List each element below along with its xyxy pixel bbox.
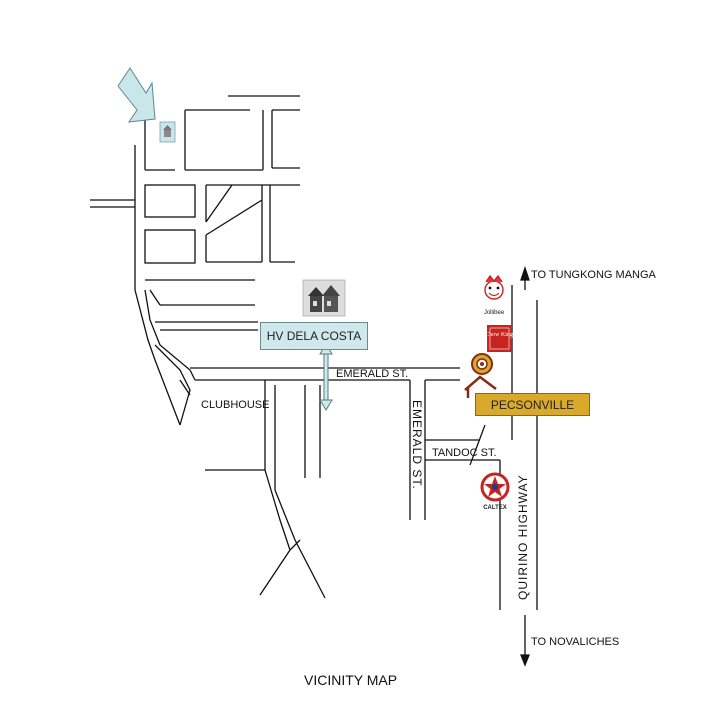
quirino-highway-label: QUIRINO HIGHWAY — [516, 474, 530, 600]
chowking-logo-icon: Chow King — [485, 325, 513, 352]
chowking-label: Chow King — [485, 332, 513, 338]
hv-dela-costa-label: HV DELA COSTA — [260, 322, 368, 350]
caltex-label: CALTEX — [483, 505, 507, 511]
pecsonville-label: PECSONVILLE — [475, 393, 590, 416]
to-tungkong-manga-label: TO TUNGKONG MANGA — [531, 269, 656, 281]
clubhouse-label: CLUBHOUSE — [201, 399, 270, 411]
subdivision-houses-icon — [302, 279, 346, 317]
target-marker-icon — [464, 353, 497, 398]
jollibee-logo-icon: Jollibee — [484, 274, 505, 316]
house-marker-icon — [159, 121, 176, 143]
to-novaliches-label: TO NOVALICHES — [531, 636, 620, 648]
emerald-st-vertical-label: EMERALD ST. — [410, 400, 424, 490]
tandoc-st-label: TANDOC ST. — [432, 447, 497, 459]
emerald-st-horizontal-label: EMERALD ST. — [336, 368, 409, 380]
jollibee-label: Jollibee — [484, 310, 505, 316]
pointer-arrow-icon — [117, 67, 156, 123]
map-title: VICINITY MAP — [304, 672, 398, 688]
caltex-logo-icon: CALTEX — [480, 472, 510, 511]
